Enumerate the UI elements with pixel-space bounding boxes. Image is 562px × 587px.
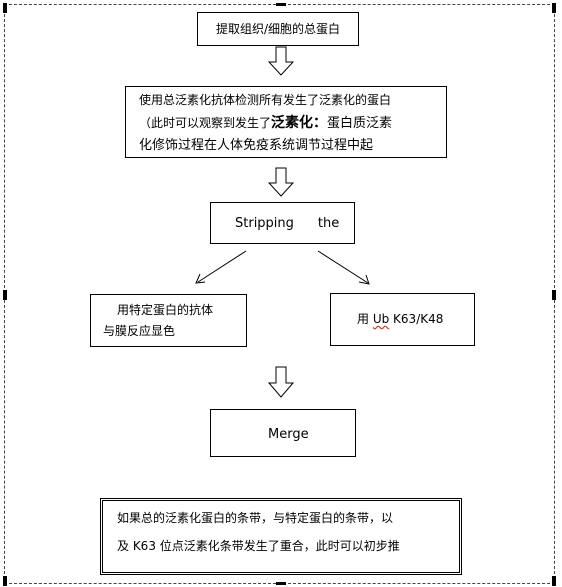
step4-right-text: 用 Ub K63/K48: [357, 310, 474, 329]
step-total-ubiquitin-detection-box[interactable]: 使用总泛素化抗体检测所有发生了泛素化的蛋白 （此时可以观察到发生了泛素化：蛋白质…: [125, 86, 447, 158]
resize-handle-top-left[interactable]: [3, 3, 7, 13]
conclusion-line2: 及 K63 位点泛素化条带发生了重合，此时可以初步推: [117, 539, 400, 553]
step4-left-line2: 与膜反应显色: [103, 324, 176, 338]
step2-line2-bold: 泛素化：: [271, 115, 328, 131]
resize-handle-top-center[interactable]: [276, 3, 286, 6]
resize-handle-mid-right[interactable]: [552, 290, 556, 300]
step4-left-line1: 用特定蛋白的抗体: [117, 303, 214, 317]
arrow-to-right-branch-icon: [317, 250, 370, 285]
resize-handle-bottom-left[interactable]: [3, 576, 7, 586]
step-stripping-box[interactable]: Stripping the: [210, 202, 355, 244]
step-extract-protein-text: 提取组织/细胞的总蛋白: [215, 22, 341, 36]
step2-line2-prefix: （此时可以观察到发生了: [139, 116, 272, 130]
step2-line1: 使用总泛素化抗体检测所有发生了泛素化的蛋白: [139, 93, 392, 107]
step2-line3: 化修饰过程在人体免疫系统调节过程中起: [139, 138, 374, 153]
step3-word2: the: [317, 216, 340, 231]
resize-handle-mid-left[interactable]: [3, 290, 7, 300]
step-extract-protein-box[interactable]: 提取组织/细胞的总蛋白: [197, 12, 359, 46]
conclusion-line1: 如果总的泛素化蛋白的条带，与特定蛋白的条带，以: [117, 511, 394, 525]
step-stripping-text: Stripping the: [235, 214, 354, 233]
step-specific-antibody-box[interactable]: 用特定蛋白的抗体 与膜反应显色: [90, 294, 247, 347]
conclusion-box[interactable]: 如果总的泛素化蛋白的条带，与特定蛋白的条带，以 及 K63 位点泛素化条带发生了…: [100, 498, 462, 575]
step2-line2: （此时可以观察到发生了泛素化：蛋白质泛素: [139, 114, 446, 133]
resize-handle-bottom-center[interactable]: [276, 582, 286, 585]
step4-right-prefix: 用: [357, 312, 373, 326]
step2-line2-suffix: 蛋白质泛素: [327, 116, 393, 131]
down-arrow-icon: [268, 167, 294, 197]
arrow-to-left-branch-icon: [195, 250, 247, 284]
resize-handle-top-right[interactable]: [552, 3, 556, 13]
step3-word1: Stripping: [235, 216, 294, 231]
step-merge-box[interactable]: Merge: [210, 409, 356, 457]
step-ub-k63-k48-box[interactable]: 用 Ub K63/K48: [330, 293, 475, 346]
down-arrow-icon: [268, 46, 294, 76]
step4-right-underlined: Ub: [372, 312, 390, 326]
step-merge-text: Merge: [268, 427, 309, 442]
down-arrow-icon: [268, 366, 294, 398]
resize-handle-bottom-right[interactable]: [552, 576, 556, 586]
step4-right-suffix: K63/K48: [389, 312, 444, 326]
